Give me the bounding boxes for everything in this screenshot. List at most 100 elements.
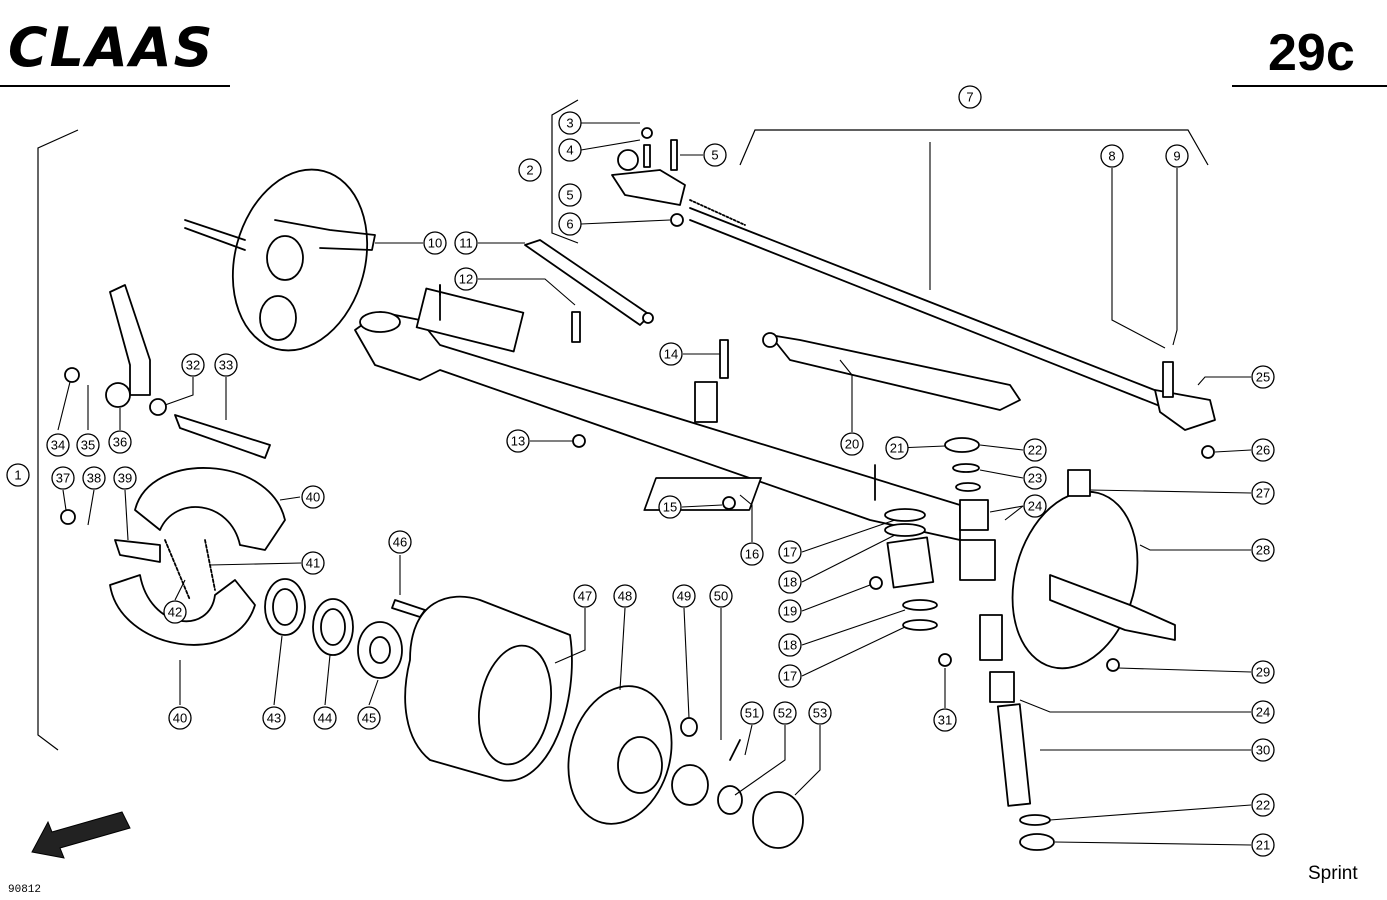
callout-21a[interactable]: 21 — [885, 436, 909, 460]
svg-text:3: 3 — [566, 116, 573, 131]
callout-10[interactable]: 10 — [423, 231, 447, 255]
callout-53[interactable]: 53 — [808, 701, 832, 725]
callout-8[interactable]: 8 — [1100, 144, 1124, 168]
callout-47[interactable]: 47 — [573, 584, 597, 608]
svg-text:9: 9 — [1173, 149, 1180, 164]
callout-34[interactable]: 34 — [46, 433, 70, 457]
callout-43[interactable]: 43 — [262, 706, 286, 730]
svg-text:46: 46 — [393, 535, 407, 550]
callout-29[interactable]: 29 — [1251, 660, 1275, 684]
callout-37[interactable]: 37 — [51, 466, 75, 490]
callout-4[interactable]: 4 — [558, 138, 582, 162]
callout-50[interactable]: 50 — [709, 584, 733, 608]
svg-text:17: 17 — [783, 669, 797, 684]
callout-25[interactable]: 25 — [1251, 365, 1275, 389]
callout-13[interactable]: 13 — [506, 429, 530, 453]
svg-text:43: 43 — [267, 711, 281, 726]
callout-45[interactable]: 45 — [357, 706, 381, 730]
svg-text:45: 45 — [362, 711, 376, 726]
svg-text:2: 2 — [526, 163, 533, 178]
callout-24b[interactable]: 24 — [1251, 700, 1275, 724]
bracket-assembly-7 — [739, 129, 1209, 166]
callout-2[interactable]: 2 — [518, 158, 542, 182]
svg-text:50: 50 — [714, 589, 728, 604]
svg-text:6: 6 — [566, 217, 573, 232]
callout-44[interactable]: 44 — [313, 706, 337, 730]
svg-text:44: 44 — [318, 711, 332, 726]
callout-15[interactable]: 15 — [658, 495, 682, 519]
brand-logo: CLAAS — [8, 16, 215, 79]
callout-1[interactable]: 1 — [6, 463, 30, 487]
callout-38[interactable]: 38 — [82, 466, 106, 490]
callout-24a[interactable]: 24 — [1023, 494, 1047, 518]
callout-16[interactable]: 16 — [740, 542, 764, 566]
svg-text:36: 36 — [113, 435, 127, 450]
direction-arrow — [31, 811, 131, 859]
svg-text:24: 24 — [1028, 499, 1042, 514]
assembly-brackets — [37, 99, 1209, 751]
callout-19[interactable]: 19 — [778, 599, 802, 623]
svg-text:42: 42 — [168, 605, 182, 620]
svg-text:21: 21 — [890, 441, 904, 456]
callout-35[interactable]: 35 — [76, 433, 100, 457]
callout-30[interactable]: 30 — [1251, 738, 1275, 762]
callout-20[interactable]: 20 — [840, 432, 864, 456]
callout-22b[interactable]: 22 — [1251, 793, 1275, 817]
callout-48[interactable]: 48 — [613, 584, 637, 608]
svg-text:47: 47 — [578, 589, 592, 604]
stub-axle — [571, 311, 1215, 851]
callout-22a[interactable]: 22 — [1023, 438, 1047, 462]
svg-text:31: 31 — [938, 713, 952, 728]
callout-5a[interactable]: 5 — [703, 143, 727, 167]
callout-36[interactable]: 36 — [108, 430, 132, 454]
callout-18b[interactable]: 18 — [778, 633, 802, 657]
callout-11[interactable]: 11 — [454, 231, 478, 255]
callout-17a[interactable]: 17 — [778, 540, 802, 564]
callout-52[interactable]: 52 — [773, 701, 797, 725]
svg-text:18: 18 — [783, 638, 797, 653]
svg-text:5: 5 — [711, 148, 718, 163]
callout-39[interactable]: 39 — [113, 466, 137, 490]
callout-6[interactable]: 6 — [558, 212, 582, 236]
damper-20 — [762, 332, 1021, 411]
svg-text:24: 24 — [1256, 705, 1270, 720]
callout-51[interactable]: 51 — [740, 701, 764, 725]
svg-text:15: 15 — [663, 500, 677, 515]
callout-46[interactable]: 46 — [388, 530, 412, 554]
callout-41[interactable]: 41 — [301, 551, 325, 575]
svg-text:41: 41 — [306, 556, 320, 571]
callout-21b[interactable]: 21 — [1251, 833, 1275, 857]
callout-23[interactable]: 23 — [1023, 466, 1047, 490]
callout-27[interactable]: 27 — [1251, 481, 1275, 505]
callout-12[interactable]: 12 — [454, 267, 478, 291]
callout-3[interactable]: 3 — [558, 111, 582, 135]
callout-5b[interactable]: 5 — [558, 183, 582, 207]
callout-32[interactable]: 32 — [181, 353, 205, 377]
svg-text:11: 11 — [459, 236, 473, 251]
callout-7[interactable]: 7 — [958, 85, 982, 109]
arrow-icon — [31, 811, 131, 859]
svg-text:19: 19 — [783, 604, 797, 619]
svg-text:35: 35 — [81, 438, 95, 453]
svg-text:22: 22 — [1028, 443, 1042, 458]
callout-49[interactable]: 49 — [672, 584, 696, 608]
callout-33[interactable]: 33 — [214, 353, 238, 377]
callout-18a[interactable]: 18 — [778, 570, 802, 594]
callout-40a[interactable]: 40 — [301, 485, 325, 509]
callout-28[interactable]: 28 — [1251, 538, 1275, 562]
callout-26[interactable]: 26 — [1251, 438, 1275, 462]
svg-text:5: 5 — [566, 188, 573, 203]
callout-9[interactable]: 9 — [1165, 144, 1189, 168]
callout-14[interactable]: 14 — [659, 342, 683, 366]
hub-48 — [567, 685, 804, 849]
svg-text:48: 48 — [618, 589, 632, 604]
callout-31[interactable]: 31 — [933, 708, 957, 732]
callout-40b[interactable]: 40 — [168, 706, 192, 730]
svg-text:14: 14 — [664, 347, 678, 362]
svg-text:26: 26 — [1256, 443, 1270, 458]
callout-42[interactable]: 42 — [163, 600, 187, 624]
page-number: 29c — [1268, 24, 1355, 82]
svg-text:16: 16 — [745, 547, 759, 562]
callout-17b[interactable]: 17 — [778, 664, 802, 688]
